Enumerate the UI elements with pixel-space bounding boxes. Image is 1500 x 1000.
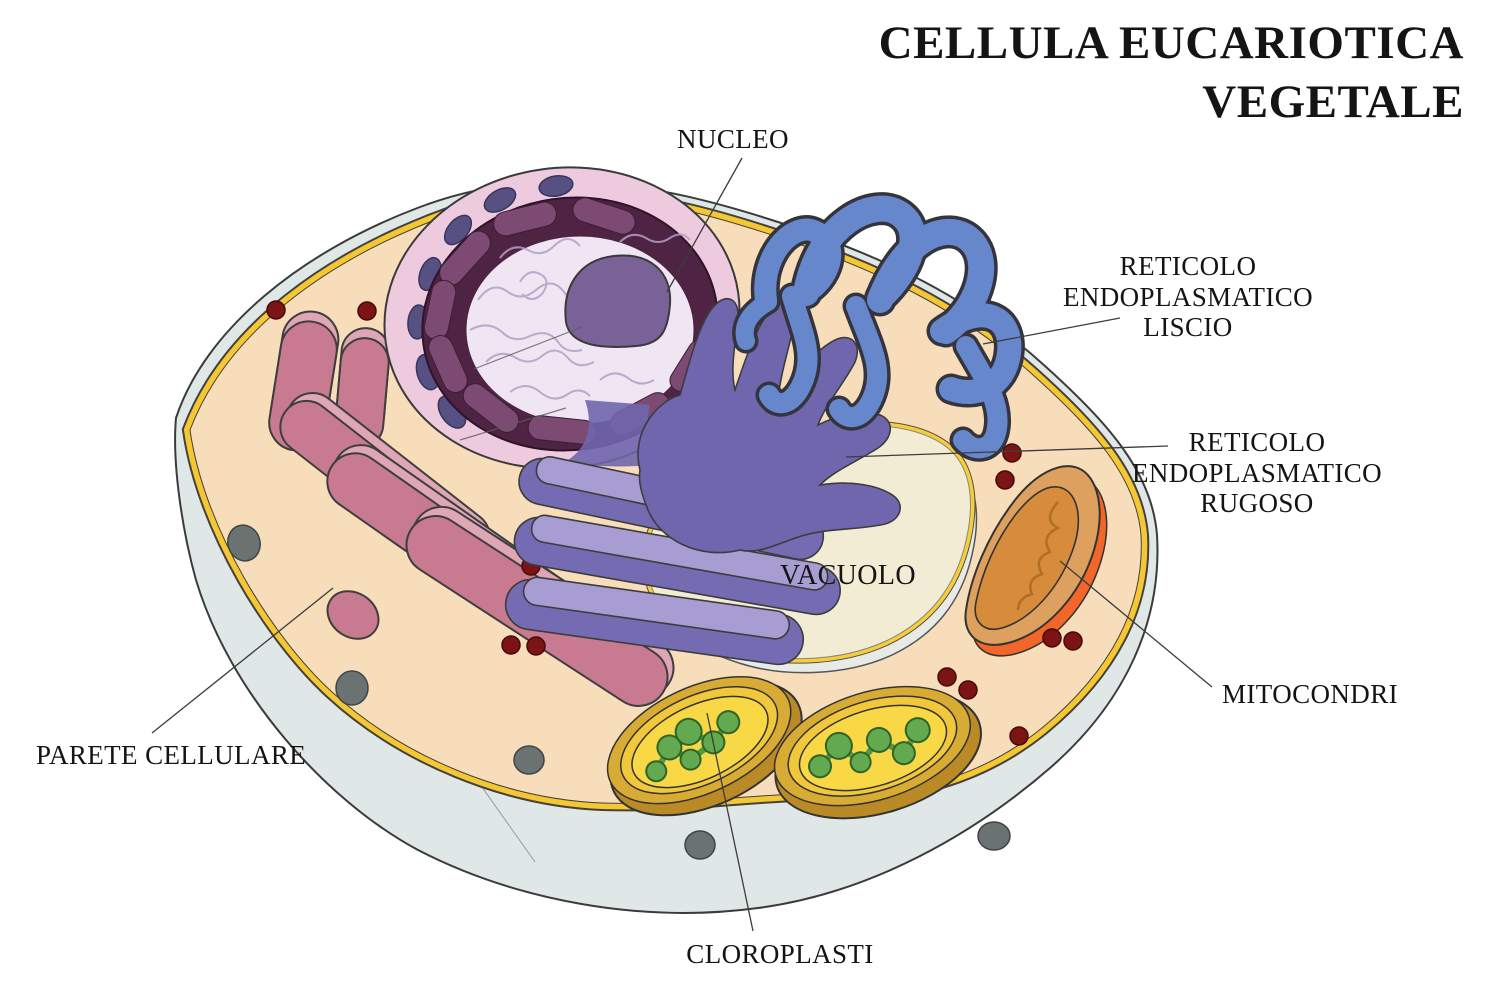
- leader-nucleo: [666, 157, 743, 293]
- mitochondrion: [964, 465, 1108, 657]
- label-line: LISCIO: [1143, 312, 1233, 342]
- title-line-2: VEGETALE: [1202, 75, 1464, 128]
- label-line: RETICOLO: [1119, 251, 1257, 281]
- leader-re-liscio: [982, 317, 1121, 345]
- smooth-er: [732, 192, 1025, 462]
- chloroplast-1: [606, 676, 803, 817]
- label-vacuolo: VACUOLO: [779, 560, 917, 591]
- leader-mitocondri: [1059, 560, 1213, 688]
- label-line: ENDOPLASMATICO: [1062, 281, 1314, 312]
- title-line-1: CELLULA EUCARIOTICA: [878, 17, 1464, 69]
- leader-parete: [151, 587, 334, 734]
- nucleolus: [564, 254, 672, 348]
- diagram-title: CELLULA EUCARIOTICA VEGETALE: [764, 14, 1464, 132]
- label-nucleo: NUCLEO: [677, 124, 789, 154]
- label-reticolo-rugoso: RETICOLO ENDOPLASMATICO RUGOSO: [1087, 427, 1427, 519]
- label-reticolo-liscio: RETICOLO ENDOPLASMATICO LISCIO: [1018, 251, 1358, 343]
- grana: [808, 717, 931, 779]
- nucleus: [383, 166, 741, 470]
- label-parete-cellulare: PARETE CELLULARE: [36, 740, 307, 770]
- leader-re-rugoso: [845, 445, 1169, 458]
- label-line: RUGOSO: [1200, 488, 1314, 518]
- leader-lines: [151, 157, 1213, 932]
- label-mitocondri: MITOCONDRI: [1221, 679, 1398, 709]
- mitochondrion-cristae: [1016, 501, 1061, 611]
- label-line: ENDOPLASMATICO: [1131, 457, 1383, 488]
- label-cloroplasti: CLOROPLASTI: [686, 939, 874, 969]
- rough-er: [504, 297, 901, 666]
- label-line: RETICOLO: [1188, 427, 1326, 457]
- leader-cloroplasti: [706, 712, 754, 932]
- nuclear-pores: [407, 174, 574, 429]
- chloroplast-2: [773, 685, 982, 820]
- nucleus-cutaway-edge: [459, 326, 583, 441]
- cell-wall-dots: [227, 524, 1011, 860]
